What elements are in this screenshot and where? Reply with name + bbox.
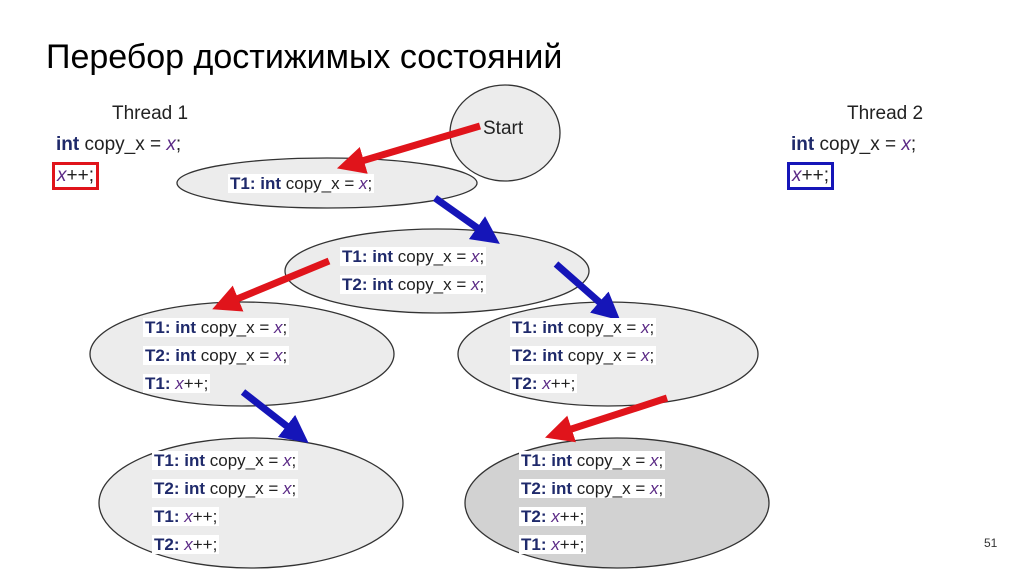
state-line: T1: int copy_x = x; xyxy=(228,174,375,193)
state-line: T1: x++; xyxy=(519,535,587,554)
transition-arrow-t2-s1-s2 xyxy=(432,195,500,244)
state-s2-text: T1: int copy_x = x; T2: int copy_x = x; xyxy=(340,243,487,299)
state-line: T2: int copy_x = x; xyxy=(152,479,299,498)
state-line: T1: int copy_x = x; xyxy=(143,318,290,337)
state-line: T2: int copy_x = x; xyxy=(519,479,666,498)
thread1-code: Thread 1 int copy_x = x; x++; xyxy=(52,98,189,191)
state-s4-text: T1: int copy_x = x; T2: int copy_x = x; T2… xyxy=(510,314,657,398)
thread1-title: Thread 1 xyxy=(112,103,189,124)
thread2-line1: int copy_x = x; xyxy=(791,134,917,155)
transition-arrow-t1-s2-s3 xyxy=(212,257,331,312)
state-s6-text: T1: int copy_x = x; T2: int copy_x = x; T2… xyxy=(519,447,666,559)
state-s5-text: T1: int copy_x = x; T2: int copy_x = x; T1… xyxy=(152,447,299,559)
state-line: T2: x++; xyxy=(519,507,587,526)
thread1-line2: x++; xyxy=(52,160,188,191)
state-line: T2: x++; xyxy=(510,374,578,393)
state-s3-text: T1: int copy_x = x; T2: int copy_x = x; T1… xyxy=(143,314,290,398)
state-s1-text: T1: int copy_x = x; xyxy=(228,170,375,198)
transition-arrow-t2-s3-s5 xyxy=(240,389,309,444)
thread1-current-statement-box: x++; xyxy=(52,162,99,190)
thread2-code: Thread 2 int copy_x = x; x++; xyxy=(787,98,924,191)
slide-number: 51 xyxy=(984,536,998,550)
start-node-label: Start xyxy=(483,118,524,139)
transition-arrow-t1-start-s1 xyxy=(336,122,481,174)
thread2-line2: x++; xyxy=(787,160,923,191)
state-line: T1: int copy_x = x; xyxy=(510,318,657,337)
state-line: T2: x++; xyxy=(152,535,220,554)
state-line: T1: x++; xyxy=(152,507,220,526)
slide-title: Перебор достижимых состояний xyxy=(46,38,563,76)
thread2-title: Thread 2 xyxy=(847,103,924,124)
state-line: T2: int copy_x = x; xyxy=(340,275,487,294)
state-line: T1: int copy_x = x; xyxy=(340,247,487,266)
state-line: T1: int copy_x = x; xyxy=(519,451,666,470)
state-line: T1: x++; xyxy=(143,374,211,393)
transition-arrow-t1-s4-s6 xyxy=(545,394,669,443)
state-line: T1: int copy_x = x; xyxy=(152,451,299,470)
thread2-current-statement-box: x++; xyxy=(787,162,834,190)
state-line: T2: int copy_x = x; xyxy=(510,346,657,365)
transition-arrow-t2-s2-s4 xyxy=(553,261,621,321)
state-line: T2: int copy_x = x; xyxy=(143,346,290,365)
thread1-line1: int copy_x = x; xyxy=(56,134,182,155)
